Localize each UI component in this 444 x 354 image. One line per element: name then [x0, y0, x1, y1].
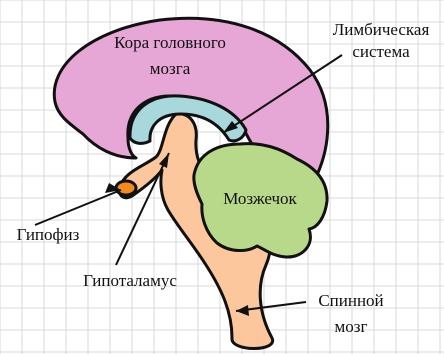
spinal-cord-label-line1: Спинной: [318, 291, 383, 310]
limbic-label-line1: Лимбическая: [333, 20, 430, 39]
hypothalamus-label: Гипоталамус: [83, 271, 177, 290]
cerebellum-label: Мозжечок: [223, 189, 297, 208]
spinal-cord-label-line2: мозг: [335, 317, 368, 336]
cortex-label-line1: Кора головного: [114, 33, 226, 52]
pituitary-dot: [116, 181, 136, 195]
cortex-label-line2: мозга: [150, 59, 191, 78]
pituitary-label: Гипофиз: [17, 225, 80, 244]
limbic-label-line2: система: [352, 42, 410, 61]
